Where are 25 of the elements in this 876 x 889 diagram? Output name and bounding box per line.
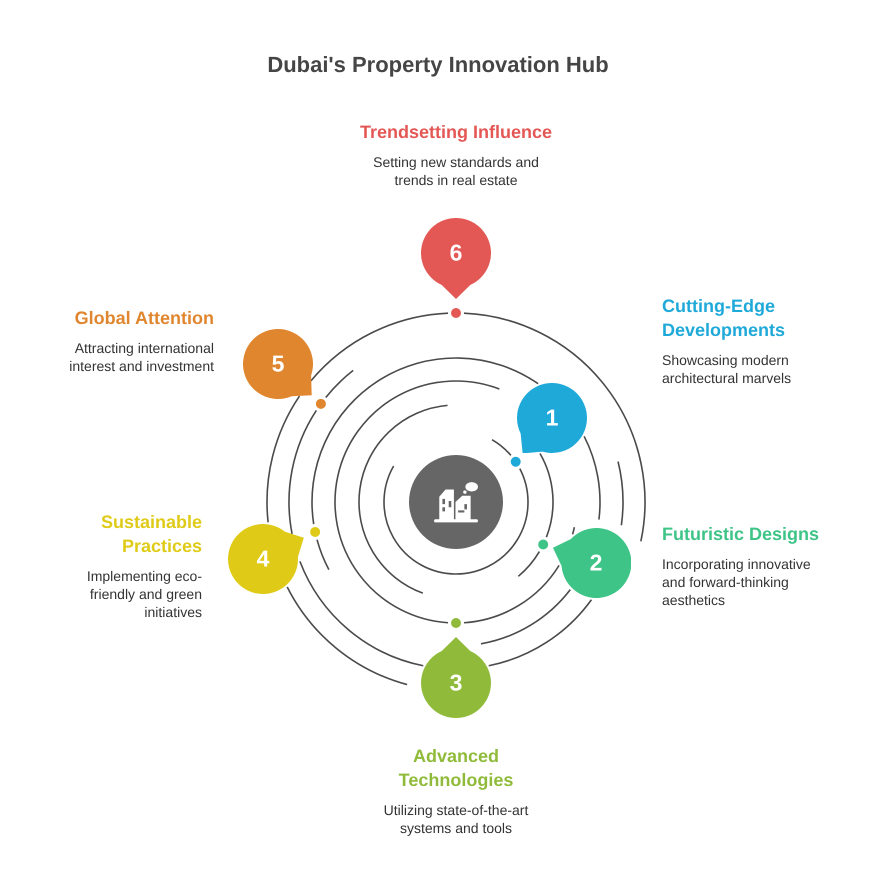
step-heading: Cutting-Edge Developments <box>662 295 786 342</box>
step-description: Showcasing modern architectural marvels <box>662 351 792 387</box>
step-heading: Advanced Technologies <box>398 745 514 792</box>
step-description: Utilizing state-of-the-art systems and tools <box>382 801 530 837</box>
number-bubble <box>228 524 304 594</box>
number-bubble <box>421 218 491 299</box>
number-bubble <box>421 637 491 718</box>
number-bubble <box>517 383 587 454</box>
diagram-title: Dubai's Property Innovation Hub <box>267 51 609 79</box>
step-number: 5 <box>272 352 284 376</box>
step-description: Setting new standards and trends in real estate <box>372 153 540 189</box>
step-description: Incorporating innovative and forward-thinking aesthetics <box>662 555 812 609</box>
step-heading: Futuristic Designs <box>662 523 820 546</box>
step-number: 1 <box>546 406 558 430</box>
step-description: Implementing eco-friendly and green initiatives <box>86 567 202 621</box>
step-heading: Global Attention <box>74 307 214 330</box>
number-bubble <box>243 329 313 399</box>
step-number: 2 <box>590 552 602 574</box>
number-bubble <box>552 528 631 598</box>
step-number: 4 <box>256 548 270 570</box>
step-heading: Sustainable Practices <box>100 511 202 558</box>
step-heading: Trendsetting Influence <box>360 121 552 144</box>
step-description: Attracting international interest and investment <box>68 339 214 375</box>
step-number: 6 <box>450 242 462 264</box>
step-number: 3 <box>450 672 462 694</box>
